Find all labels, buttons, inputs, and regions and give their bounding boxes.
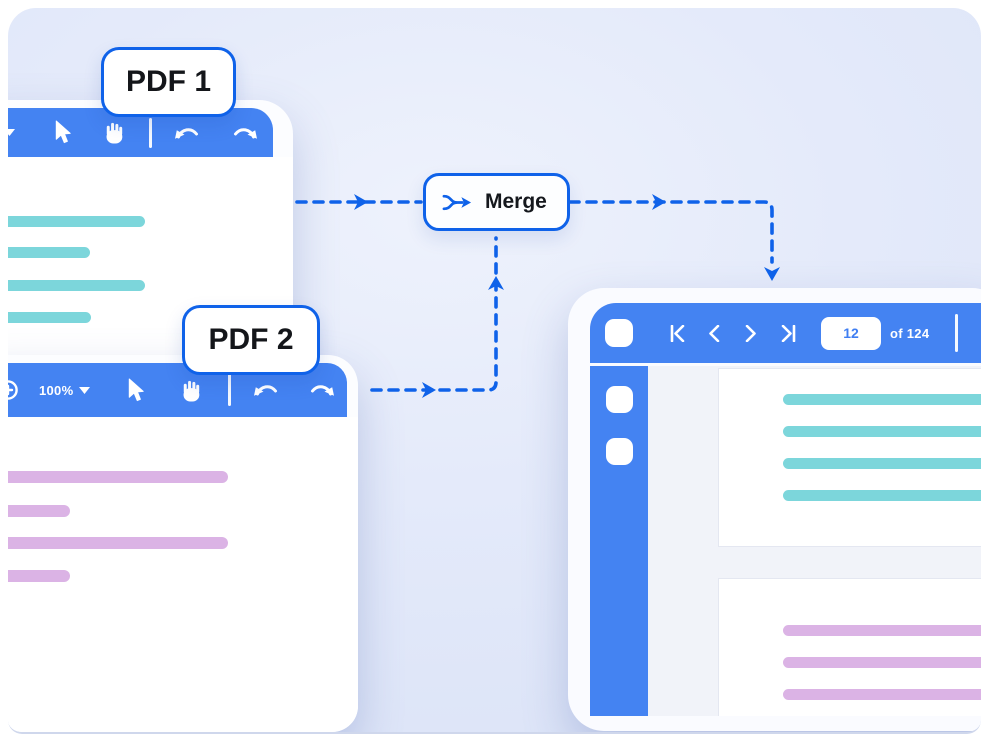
pdf1-badge-label: PDF 1 xyxy=(125,65,212,98)
text-line-placeholder xyxy=(8,505,70,517)
merged-window-body xyxy=(590,366,981,716)
arrow-pdf2-to-merge xyxy=(370,236,498,392)
toolbar-divider xyxy=(228,374,231,406)
text-line-placeholder xyxy=(783,625,981,636)
thumbnail-sidebar xyxy=(590,366,648,716)
pdf2-badge-label: PDF 2 xyxy=(208,323,294,356)
text-line-placeholder xyxy=(783,394,981,405)
undo-icon[interactable] xyxy=(174,125,200,141)
first-page-icon[interactable] xyxy=(670,324,686,342)
merged-pdf-window: of 124 xyxy=(568,288,981,731)
merge-node-label: Merge xyxy=(485,190,547,213)
cursor-icon[interactable] xyxy=(126,377,146,403)
text-line-placeholder xyxy=(8,280,145,291)
pdf1-badge: PDF 1 xyxy=(101,47,236,117)
text-line-placeholder xyxy=(8,570,70,582)
zoom-in-icon[interactable] xyxy=(8,379,19,401)
text-line-placeholder xyxy=(783,458,981,469)
toolbar-divider xyxy=(955,314,958,352)
prev-page-icon[interactable] xyxy=(708,324,721,342)
sidebar-toggle-button[interactable] xyxy=(605,319,633,347)
hand-icon[interactable] xyxy=(180,379,202,402)
illustration-canvas: of 124 xyxy=(8,8,981,734)
merged-toolbar: of 124 xyxy=(590,303,981,363)
text-line-placeholder xyxy=(8,216,145,227)
page-thumbnail[interactable] xyxy=(605,386,633,413)
merge-node[interactable]: Merge xyxy=(423,173,570,231)
arrowhead-right xyxy=(354,194,368,210)
text-line-placeholder xyxy=(783,689,981,700)
text-line-placeholder xyxy=(783,657,981,668)
page-number-input[interactable] xyxy=(821,316,881,350)
document-area xyxy=(648,366,981,716)
pdf2-badge: PDF 2 xyxy=(182,305,320,375)
last-page-icon[interactable] xyxy=(780,324,796,342)
text-line-placeholder xyxy=(8,247,90,258)
text-line-placeholder xyxy=(8,312,91,323)
hand-icon[interactable] xyxy=(103,121,125,144)
document-page xyxy=(718,368,981,547)
zoom-level-label[interactable]: 100% xyxy=(39,382,74,398)
document-page xyxy=(718,578,981,716)
text-line-placeholder xyxy=(8,471,228,483)
arrowhead-right xyxy=(652,194,666,210)
merge-icon xyxy=(442,194,472,210)
toolbar-divider xyxy=(149,117,152,148)
undo-icon[interactable] xyxy=(253,382,279,398)
cursor-icon[interactable] xyxy=(53,120,73,145)
text-line-placeholder xyxy=(783,426,981,437)
arrow-merge-to-output xyxy=(568,200,774,264)
text-line-placeholder xyxy=(8,537,228,549)
page-count-label: of 124 xyxy=(890,325,930,341)
next-page-icon[interactable] xyxy=(744,324,757,342)
page-thumbnail[interactable] xyxy=(605,438,633,465)
chevron-down-icon[interactable] xyxy=(79,386,91,394)
arrowhead-up xyxy=(488,276,504,290)
redo-icon[interactable] xyxy=(232,125,258,141)
arrowhead-right xyxy=(422,382,436,398)
chevron-down-icon[interactable] xyxy=(8,129,15,136)
pdf2-window: 100% xyxy=(8,355,358,732)
redo-icon[interactable] xyxy=(309,382,335,398)
text-line-placeholder xyxy=(783,490,981,501)
arrowhead-down xyxy=(764,267,780,281)
